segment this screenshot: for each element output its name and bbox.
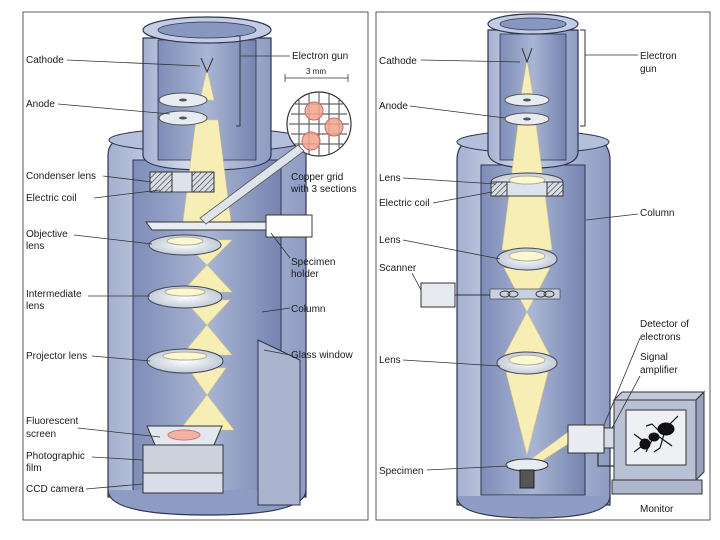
tem-gun-bracket <box>236 35 241 127</box>
tem-anode <box>158 92 208 126</box>
label-copper-grid-2: with 3 sections <box>290 184 357 195</box>
tem-specimen-holder <box>145 214 313 238</box>
sem-label-signal-amplifier-1: Signal <box>640 352 668 363</box>
sem-anode <box>504 93 550 126</box>
label-cathode: Cathode <box>26 55 64 66</box>
label-specimen-holder-1: Specimen <box>291 257 335 268</box>
sem-monitor <box>611 390 706 495</box>
copper-grid-inset <box>199 74 352 225</box>
sem-specimen <box>505 458 549 489</box>
sem-label-lens-top: Lens <box>379 173 401 184</box>
label-condenser-lens: Condenser lens <box>26 171 96 182</box>
tem-projector-lens <box>146 348 224 374</box>
tem-cathode-tip <box>200 57 214 74</box>
sem-label-detector-1: Detector of <box>640 319 689 330</box>
label-projector-lens: Projector lens <box>26 351 87 362</box>
tem-objective-lens <box>148 234 222 256</box>
label-intermediate-lens-2: lens <box>26 301 44 312</box>
ant-icon <box>633 415 679 453</box>
sem-leaders <box>402 54 641 471</box>
sem-label-lens-low: Lens <box>379 355 401 366</box>
sem-label-electric-coil: Electric coil <box>379 198 430 209</box>
sem-label-cathode: Cathode <box>379 56 417 67</box>
sem-label-electron-gun-1: Electron <box>640 51 677 62</box>
label-fluorescent-screen-1: Fluorescent <box>26 416 78 427</box>
sem-labels: Cathode Anode Lens Electric coil Lens Sc… <box>379 51 689 515</box>
sem-top-lens <box>490 172 564 197</box>
sem-label-anode: Anode <box>379 101 408 112</box>
sem-label-column: Column <box>640 208 674 219</box>
sem-label-scanner: Scanner <box>379 263 417 274</box>
label-photographic-film-2: film <box>26 463 42 474</box>
sem-label-lens-mid: Lens <box>379 235 401 246</box>
label-photographic-film-1: Photographic <box>26 451 85 462</box>
sem-label-electron-gun-2: gun <box>640 64 657 75</box>
label-grid-scale: 3 mm <box>306 67 326 76</box>
sem-cathode-tip <box>521 47 533 64</box>
sem-label-signal-amplifier-2: amplifier <box>640 365 678 376</box>
tem-detector-stack <box>142 425 224 494</box>
label-anode: Anode <box>26 99 55 110</box>
sem-mid-lens <box>496 247 558 271</box>
label-objective-lens-1: Objective <box>26 229 68 240</box>
tem-labels: Cathode Anode Condenser lens Electric co… <box>26 51 357 495</box>
sem-gun-bracket <box>580 29 586 127</box>
tem-leaders <box>57 55 291 490</box>
label-specimen-holder-2: holder <box>291 269 319 280</box>
sem-label-monitor: Monitor <box>640 504 674 515</box>
sem-low-lens <box>496 351 558 375</box>
label-ccd-camera: CCD camera <box>26 484 84 495</box>
label-intermediate-lens-1: Intermediate <box>26 289 82 300</box>
label-column: Column <box>291 304 325 315</box>
label-electron-gun: Electron gun <box>292 51 348 62</box>
sem-label-detector-2: electrons <box>640 332 681 343</box>
tem-panel: Cathode Anode Condenser lens Electric co… <box>22 11 369 521</box>
label-fluorescent-screen-2: screen <box>26 429 56 440</box>
label-copper-grid-1: Copper grid <box>291 172 343 183</box>
label-glass-window: Glass window <box>291 350 353 361</box>
sem-label-specimen: Specimen <box>379 466 423 477</box>
tem-intermediate-lens <box>147 285 223 309</box>
label-electric-coil: Electric coil <box>26 193 77 204</box>
tem-condenser-lens <box>149 171 215 193</box>
label-objective-lens-2: lens <box>26 241 44 252</box>
sem-scanner <box>420 282 561 308</box>
sem-panel: Cathode Anode Lens Electric coil Lens Sc… <box>375 11 711 521</box>
